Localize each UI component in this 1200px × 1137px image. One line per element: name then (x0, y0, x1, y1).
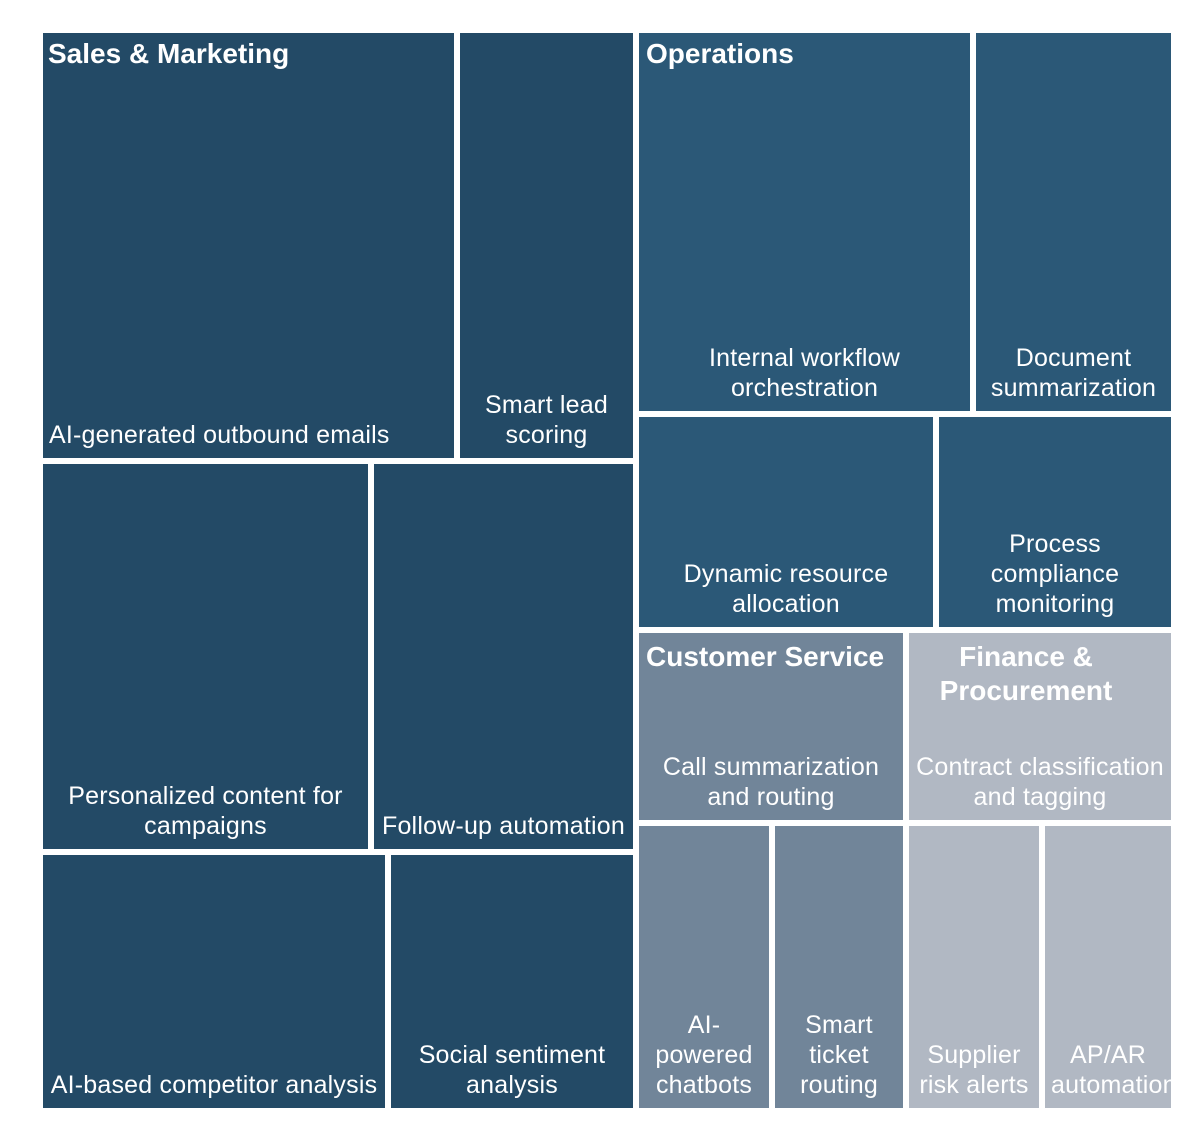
tile-ai-generated-outbound-emails: AI-generated outbound emails (40, 30, 457, 461)
tile-label: AI-powered chatbots (655, 1011, 753, 1099)
tile-process-compliance-monitoring: Process compliance monitoring (936, 414, 1174, 630)
tile-label: Follow-up automation (381, 812, 625, 840)
tile-label: AP/AR automation (1051, 1041, 1174, 1099)
tile-supplier-risk-alerts: Supplier risk alerts (906, 823, 1042, 1111)
group-title-sales-marketing: Sales & Marketing (48, 38, 290, 69)
tile-label: AI-generated outbound emails (49, 421, 390, 449)
tile-label: Contract classification and tagging (916, 753, 1164, 811)
tile-smart-ticket-routing: Smart ticket routing (772, 823, 906, 1111)
tile-ai-based-competitor-analysis: AI-based competitor analysis (40, 852, 388, 1111)
tile-internal-workflow-orchestration: Internal workflow orchestration (636, 30, 973, 414)
tile-label: Social sentiment analysis (418, 1041, 606, 1099)
tile-contract-classification-and-tagging: Contract classification and tagging (906, 630, 1174, 823)
tile-personalized-content-for-campaigns: Personalized content for campaigns (40, 461, 371, 852)
tile-ap-ar-automation: AP/AR automation (1042, 823, 1174, 1111)
tile-call-summarization-and-routing: Call summarization and routing (636, 630, 906, 823)
tile-label: Process compliance monitoring (990, 530, 1120, 618)
group-title-finance-procurement: Finance & Procurement (939, 641, 1113, 706)
tile-follow-up-automation: Follow-up automation (371, 461, 636, 852)
tile-label: Document summarization (990, 344, 1157, 402)
tile-smart-lead-scoring: Smart lead scoring (457, 30, 636, 461)
tile-social-sentiment-analysis: Social sentiment analysis (388, 852, 636, 1111)
group-title-operations: Operations (646, 38, 794, 69)
tile-label: Smart lead scoring (485, 391, 608, 449)
tile-label: AI-based competitor analysis (50, 1071, 378, 1099)
tile-label: Call summarization and routing (662, 753, 880, 811)
tile-label: Personalized content for campaigns (68, 782, 343, 840)
tile-document-summarization: Document summarization (973, 30, 1174, 414)
tile-label: Supplier risk alerts (919, 1041, 1029, 1099)
tile-label: Internal workflow orchestration (709, 344, 900, 402)
tile-dynamic-resource-allocation: Dynamic resource allocation (636, 414, 936, 630)
group-title-customer-service: Customer Service (646, 641, 885, 672)
tile-ai-powered-chatbots: AI-powered chatbots (636, 823, 772, 1111)
tile-label: Dynamic resource allocation (683, 560, 889, 618)
tile-label: Smart ticket routing (800, 1011, 878, 1099)
